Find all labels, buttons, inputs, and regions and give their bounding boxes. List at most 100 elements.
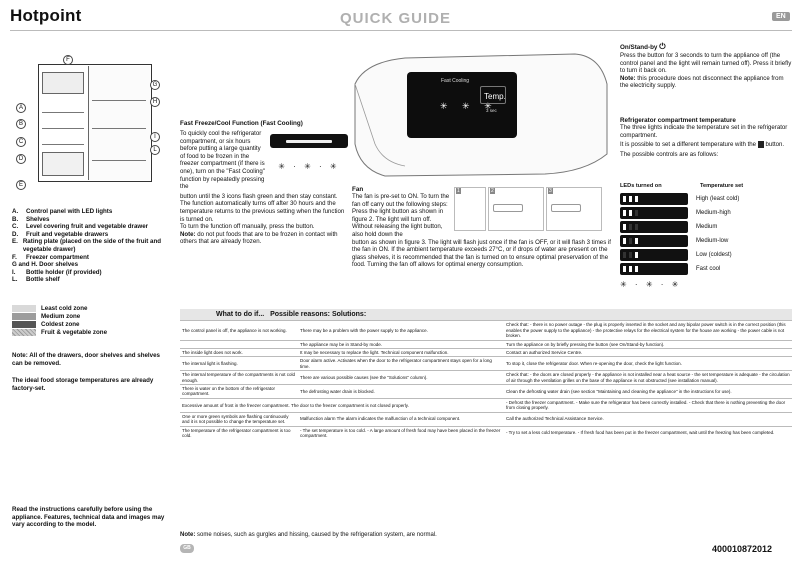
table-row: The inside light does not work.It may be… bbox=[180, 348, 792, 357]
zone-coldest: Coldest zone bbox=[12, 320, 107, 328]
callout-c: C bbox=[16, 137, 26, 147]
callout-e: E bbox=[16, 180, 26, 190]
temp-row-fast-cool: Fast cool bbox=[620, 262, 792, 276]
brand-logo: Hotpoint bbox=[10, 6, 82, 25]
note-removable: Note: All of the drawers, door shelves a… bbox=[12, 352, 160, 367]
freezer-compartment bbox=[42, 72, 84, 94]
table-row: The temperature of the refrigerator comp… bbox=[180, 425, 792, 440]
led-header: LEDs turned on bbox=[620, 183, 662, 189]
zone-medium: Medium zone bbox=[12, 312, 107, 320]
temp-row-medium-high: Medium-high bbox=[620, 206, 792, 220]
fast-cool-snowflake-icons: ✳ · ✳ · ✳ bbox=[620, 280, 682, 289]
language-badge: EN bbox=[772, 12, 790, 21]
document-code: 400010872012 bbox=[712, 544, 773, 554]
parts-legend: A.Control panel with LED lights B.Shelve… bbox=[12, 208, 172, 284]
control-panel-drawing bbox=[345, 44, 613, 180]
vegetable-drawer bbox=[42, 152, 84, 176]
legend-item: F.Freezer compartment bbox=[12, 253, 89, 261]
panel-temp-label: Temp. bbox=[484, 92, 506, 101]
panel-fastcool-label: Fast Cooling bbox=[441, 78, 470, 84]
legend-item: L.Bottle shelf bbox=[12, 276, 60, 284]
fast-freeze-section: Fast Freeze/Cool Function (Fast Cooling)… bbox=[180, 120, 348, 246]
header-divider bbox=[10, 30, 792, 31]
fast-freeze-auto-off: The function automatically turns off aft… bbox=[180, 200, 345, 223]
troubleshooting-header: What to do if... Possible reasons: Solut… bbox=[180, 309, 792, 321]
fast-freeze-note: Note: do not put foods that are to be fr… bbox=[180, 230, 338, 246]
troubleshooting-table: What to do if... Possible reasons: Solut… bbox=[180, 309, 792, 440]
fast-freeze-body: To quickly cool the refrigerator compart… bbox=[180, 130, 265, 191]
onoff-body: Press the button for 3 seconds to turn t… bbox=[620, 52, 792, 75]
onoff-title: On/Stand-by bbox=[620, 44, 658, 51]
callout-f: F bbox=[63, 55, 73, 65]
power-icon: ⏻ bbox=[659, 42, 666, 51]
shelf-line bbox=[42, 128, 84, 129]
temp-row-medium-low: Medium-low bbox=[620, 234, 792, 248]
fan-section: Fan The fan is pre-set to ON. To turn th… bbox=[352, 186, 612, 269]
compartment-temp-title: Refrigerator compartment temperature bbox=[620, 117, 736, 124]
panel-hold-label: 3 sec bbox=[486, 108, 497, 113]
zone-fruit-vegetable: Fruit & vegetable zone bbox=[12, 328, 107, 336]
table-row: One or more green symbols are flashing c… bbox=[180, 411, 792, 426]
page-title: QUICK GUIDE bbox=[340, 10, 452, 27]
legend-item: D.Fruit and vegetable drawers bbox=[12, 230, 109, 238]
fan-body: The fan is pre-set to ON. To turn the fa… bbox=[352, 193, 450, 238]
table-row: The appliance may be in Stand-by mode.Tu… bbox=[180, 339, 792, 349]
door-shelf-line bbox=[92, 128, 146, 129]
callout-i: I bbox=[150, 132, 160, 142]
compartment-temp-p2: It is possible to set a different temper… bbox=[620, 141, 785, 149]
callout-b: B bbox=[16, 119, 26, 129]
table-row: The internal temperature of the compartm… bbox=[180, 370, 792, 385]
fan-body-b: button as shown in figure 3. The light w… bbox=[352, 238, 611, 269]
table-row: Excessive amount of frost in the freezer… bbox=[180, 397, 792, 413]
note-read-instructions: Read the instructions carefully before u… bbox=[12, 506, 165, 529]
fridge-door bbox=[88, 66, 150, 180]
legend-item: B.Shelves bbox=[12, 215, 50, 223]
compartment-temp-section: Refrigerator compartment temperature The… bbox=[620, 117, 792, 158]
temperature-zones: Least cold zone Medium zone Coldest zone… bbox=[12, 304, 107, 336]
fan-figures: 1 2 3 bbox=[454, 187, 602, 239]
fridge-top-illustration bbox=[354, 53, 608, 177]
zone-least-cold: Least cold zone bbox=[12, 304, 107, 312]
callout-d: D bbox=[16, 154, 26, 164]
callout-g: G bbox=[150, 80, 160, 90]
note-factory-set: The ideal food storage temperatures are … bbox=[12, 377, 154, 392]
snowflake-icons: ✳ ✳ ✳ bbox=[440, 101, 498, 111]
legend-item: E.Rating plate (placed on the side of th… bbox=[12, 238, 162, 253]
temp-button-icon[interactable] bbox=[480, 86, 506, 104]
fan-figure-2: 2 bbox=[488, 187, 544, 231]
legend-item: I.Bottle holder (if provided) bbox=[12, 268, 102, 276]
region-badge: GB bbox=[180, 544, 194, 553]
fast-freeze-body-b: button until the 3 icons flash green and… bbox=[180, 192, 338, 200]
legend-item: C.Level covering fruit and vegetable dra… bbox=[12, 223, 149, 231]
legend-item: A.Control panel with LED lights bbox=[12, 208, 113, 215]
temp-row-medium: Medium bbox=[620, 220, 792, 234]
table-row: There is water on the bottom of the refr… bbox=[180, 384, 792, 399]
fan-figure-1: 1 bbox=[454, 187, 486, 231]
door-shelf-line bbox=[92, 100, 146, 101]
temp-row-high: High (least cold) bbox=[620, 192, 792, 206]
fast-freeze-title: Fast Freeze/Cool Function (Fast Cooling) bbox=[180, 120, 303, 127]
temp-row-low: Low (coldest) bbox=[620, 248, 792, 262]
footer-note: Note: some noises, such as gurgles and h… bbox=[180, 532, 437, 538]
snowflake-row-icon: ✳ · ✳ · ✳ bbox=[278, 162, 340, 171]
fast-freeze-manual-off: To turn the function off manually, press… bbox=[180, 223, 315, 231]
compartment-temp-p3: The possible controls are as follows: bbox=[620, 150, 719, 158]
callout-a: A bbox=[16, 103, 26, 113]
onoff-note: Note: this procedure does not disconnect… bbox=[620, 74, 784, 90]
temp-button-icon bbox=[757, 141, 764, 149]
shelf-line bbox=[42, 112, 84, 113]
callout-l: L bbox=[150, 145, 160, 155]
fast-freeze-panel-image: ✳ · ✳ · ✳ bbox=[269, 130, 348, 191]
led-temperature-table: LEDs turned on Temperature set High (lea… bbox=[620, 183, 792, 289]
table-row: The control panel is off, the appliance … bbox=[180, 320, 792, 341]
compartment-temp-p1: The three lights indicate the temperatur… bbox=[620, 124, 788, 139]
temperature-header: Temperature set bbox=[700, 183, 744, 189]
door-shelf-line bbox=[92, 160, 146, 161]
callout-h: H bbox=[150, 97, 160, 107]
fan-figure-3: 3 bbox=[546, 187, 602, 231]
table-row: The internal light is flashing.Door alar… bbox=[180, 356, 792, 371]
fan-title: Fan bbox=[352, 186, 364, 193]
legend-item: G and H. Door shelves bbox=[12, 261, 79, 269]
shelf-line bbox=[42, 144, 84, 145]
onoff-section: On/Stand-by ⏻ Press the button for 3 sec… bbox=[620, 42, 792, 90]
